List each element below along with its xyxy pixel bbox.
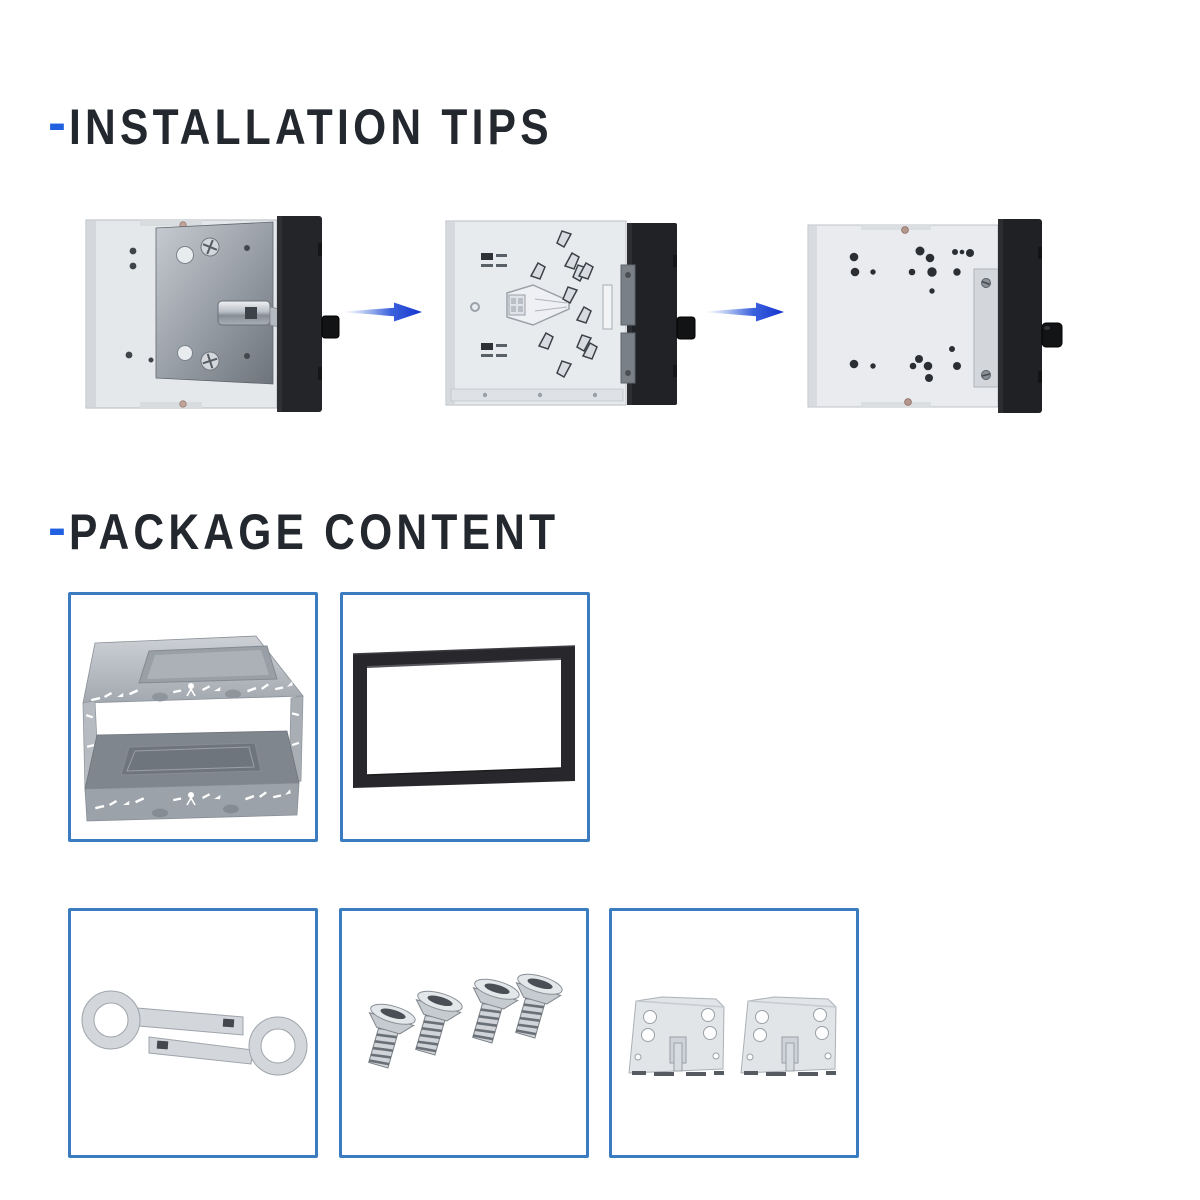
arrow-right-icon [706, 298, 786, 326]
removal-keys-illustration [81, 990, 308, 1076]
installation-tips-title: INSTALLATION TIPS [68, 99, 553, 155]
screws-illustration [354, 968, 566, 1073]
chassis-with-bracket-illustration [85, 216, 340, 412]
package-item-mounting-cage [68, 592, 318, 842]
package-item-trim-frame [340, 592, 590, 842]
package-item-side-brackets [609, 908, 859, 1158]
heading-dash: - [48, 93, 66, 153]
installation-step-1-image [85, 215, 340, 413]
package-content-heading: - PACKAGE CONTENT [48, 501, 646, 560]
package-content-title: PACKAGE CONTENT [68, 504, 560, 560]
installation-step-2-image [445, 215, 698, 413]
arrow-right-icon [344, 298, 424, 326]
chassis-rear-view-illustration [807, 219, 1063, 413]
installation-step-3-image [806, 217, 1064, 415]
side-brackets-illustration [628, 996, 837, 1077]
package-item-screws [339, 908, 589, 1158]
mounting-sleeve-illustration [445, 220, 696, 406]
heading-dash: - [48, 498, 66, 558]
mounting-cage-illustration [82, 635, 304, 822]
installation-tips-heading: - INSTALLATION TIPS [48, 96, 638, 155]
trim-frame-illustration [352, 645, 576, 788]
package-item-removal-keys [68, 908, 318, 1158]
